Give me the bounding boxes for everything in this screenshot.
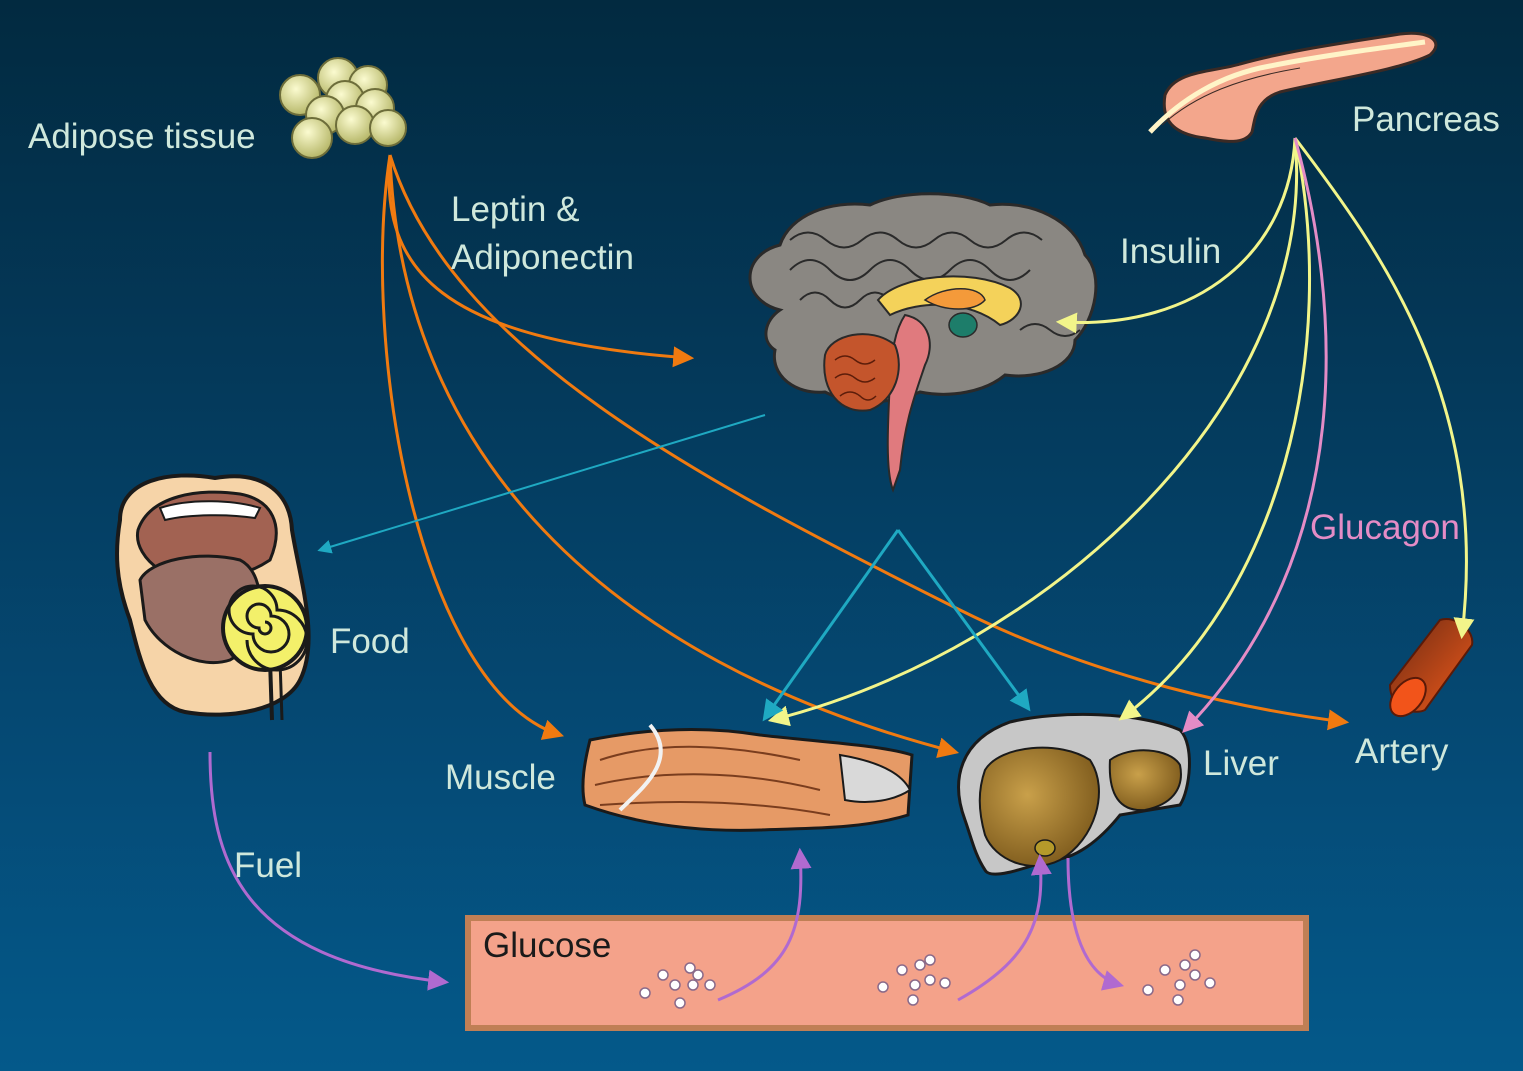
glucagon-label: Glucagon [1310, 508, 1460, 548]
liver-icon [959, 714, 1190, 874]
brain-signal-arrows [320, 415, 1028, 718]
adipose-cells-icon [280, 58, 406, 158]
insulin-label: Insulin [1120, 232, 1221, 272]
leptin-adiponectin-label: Leptin & Adiponectin [451, 186, 634, 282]
pancreas-label: Pancreas [1352, 100, 1500, 140]
arrow-brain-to-liver [898, 530, 1028, 708]
arrow-pancreas-to-liver-insulin [1122, 138, 1310, 718]
fuel-label: Fuel [234, 846, 302, 886]
arrow-pancreas-to-artery [1295, 138, 1466, 635]
muscle-label: Muscle [445, 758, 556, 798]
mouth-with-lollipop-icon [117, 475, 309, 720]
leptin-label-line2: Adiponectin [451, 234, 634, 282]
food-label: Food [330, 622, 410, 662]
arrow-brain-to-muscle [765, 530, 898, 718]
muscle-icon [583, 725, 912, 830]
arrow-pancreas-to-liver-glucagon [1185, 138, 1326, 730]
liver-label: Liver [1203, 744, 1279, 784]
glucose-label: Glucose [483, 926, 611, 966]
adipose-tissue-label: Adipose tissue [28, 117, 256, 157]
brain-icon [750, 194, 1096, 490]
leptin-label-line1: Leptin & [451, 186, 634, 234]
artery-label: Artery [1355, 732, 1448, 772]
artery-icon [1383, 619, 1472, 723]
